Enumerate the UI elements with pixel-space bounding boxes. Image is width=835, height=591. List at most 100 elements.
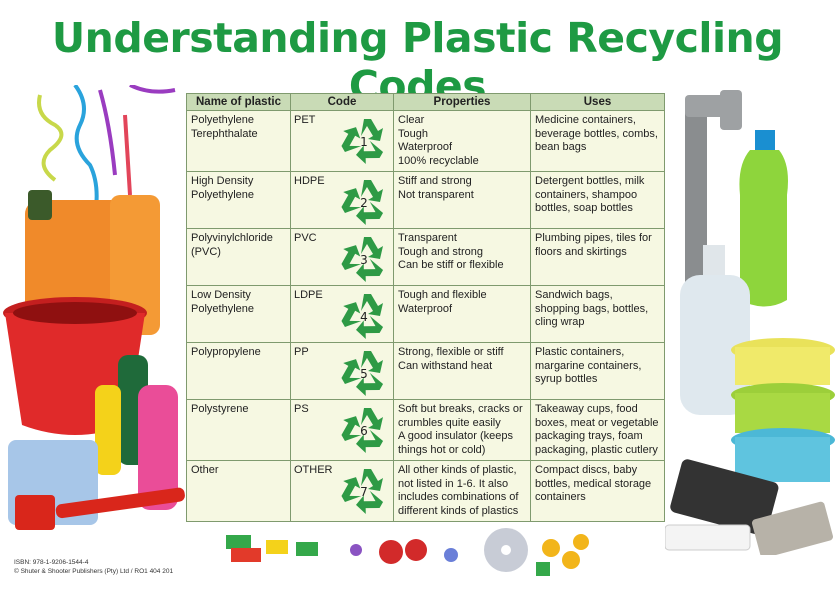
use-line: floors and skirtings	[535, 245, 627, 258]
property-line: Tough and strong	[398, 245, 484, 258]
property-line: 100% recyclable	[398, 154, 479, 167]
code-abbreviation: PP	[294, 346, 309, 358]
lego-bricks-icon	[226, 535, 318, 562]
property-line: different kinds of plastics	[398, 504, 519, 517]
recycle-number: 3	[360, 253, 368, 267]
water-bottle-icon	[680, 245, 750, 415]
use-line: containers	[535, 491, 586, 503]
use-line: cling wrap	[535, 316, 585, 328]
property-line: Transparent	[398, 232, 457, 244]
green-bottle-icon	[739, 130, 788, 307]
plastic-name-line: Polystyrene	[191, 403, 249, 415]
use-line: beverage bottles, combs,	[535, 127, 658, 140]
recycle-number: 6	[360, 424, 368, 438]
use-line: bottles, medical storage	[535, 477, 652, 490]
property-line: A good insulator (keeps	[398, 430, 513, 442]
plastic-name-line: Polyvinylchloride	[191, 232, 273, 244]
bottle-caps-icon	[536, 534, 589, 576]
page-title: Understanding Plastic Recycling Codes	[51, 14, 784, 110]
use-line: packaging trays, foam	[535, 430, 643, 442]
code-abbreviation: HDPE	[294, 175, 325, 187]
properties-cell: All other kinds of plastic,not listed in…	[393, 460, 531, 522]
plastic-products-right-illustration	[665, 90, 835, 555]
small-plastic-items-illustration	[226, 528, 589, 576]
plastic-name-cell: Other	[186, 460, 291, 522]
header-properties: Properties	[393, 93, 531, 111]
code-abbreviation: LDPE	[294, 289, 323, 301]
property-line: Not transparent	[398, 188, 474, 201]
use-line: boxes, meat or vegetable	[535, 416, 659, 429]
straws-icon	[37, 85, 176, 216]
recycling-codes-table: Name of plastic Code Properties Uses Pol…	[186, 93, 665, 522]
bottles-icon	[95, 355, 178, 510]
plastic-name-line: High Density	[191, 175, 254, 187]
use-line: Plumbing pipes, tiles for	[535, 232, 652, 244]
header-name-of-plastic: Name of plastic	[186, 93, 291, 111]
plastic-name-line: Polyethylene	[191, 114, 254, 126]
uses-cell: Plastic containers,margarine containers,…	[530, 342, 665, 400]
code-abbreviation: PVC	[294, 232, 317, 244]
property-line: crumbles quite easily	[398, 416, 501, 429]
header-uses: Uses	[530, 93, 665, 111]
recycle-symbol-icon: 4	[341, 294, 384, 339]
plastic-products-left-illustration	[3, 85, 185, 530]
use-line: Takeaway cups, food	[535, 403, 638, 415]
code-abbreviation: PET	[294, 114, 316, 126]
tray-icon	[665, 459, 779, 551]
plastic-name-line: Polyethylene	[191, 302, 254, 315]
recycle-symbol-icon: 1	[341, 119, 384, 164]
toy-spade-icon	[15, 487, 185, 530]
header-code: Code	[290, 93, 394, 111]
isbn-text: ISBN: 978-1-9206-1544-4	[14, 559, 89, 566]
recycle-symbol-icon: 7	[341, 469, 384, 514]
property-line: things hot or cold)	[398, 443, 486, 456]
use-line: syrup bottles	[535, 373, 598, 385]
plastic-name-line: Polyethylene	[191, 188, 254, 201]
use-line: Medicine containers,	[535, 114, 636, 126]
plastic-name-cell: Polyvinylchloride(PVC)	[186, 228, 291, 286]
property-line: Waterproof	[398, 141, 453, 153]
recycle-number: 1	[360, 135, 368, 149]
use-line: Plastic containers,	[535, 346, 625, 358]
pipe-icon	[685, 90, 742, 285]
containers-icon	[731, 338, 835, 482]
code-abbreviation: OTHER	[294, 464, 333, 476]
property-line: includes combinations of	[398, 491, 519, 503]
recycle-symbol-icon: 3	[341, 237, 384, 282]
uses-cell: Sandwich bags,shopping bags, bottles,cli…	[530, 285, 665, 343]
property-line: Strong, flexible or stiff	[398, 346, 504, 358]
recycle-symbol-icon: 6	[341, 408, 384, 453]
code-cell: OTHER 7	[290, 460, 394, 522]
use-line: Sandwich bags,	[535, 289, 613, 301]
code-cell: PET 1	[290, 110, 394, 172]
recycle-number: 7	[360, 485, 368, 499]
plastic-name-line: Other	[191, 464, 219, 476]
use-line: packaging, plastic cutlery	[535, 443, 658, 456]
table-row: Other OTHER 7 All other kinds of plastic,no…	[186, 460, 665, 522]
plastic-name-cell: Polypropylene	[186, 342, 291, 400]
jerry-can-icon	[25, 190, 160, 335]
property-line: Tough	[398, 127, 428, 140]
recycle-number: 5	[360, 367, 368, 381]
property-line: Can be stiff or flexible	[398, 259, 504, 271]
use-line: bean bags	[535, 141, 587, 153]
compact-disc-icon	[484, 528, 528, 572]
game-pieces-icon	[350, 539, 458, 564]
use-line: shopping bags, bottles,	[535, 302, 649, 315]
code-cell: PP 5	[290, 342, 394, 400]
